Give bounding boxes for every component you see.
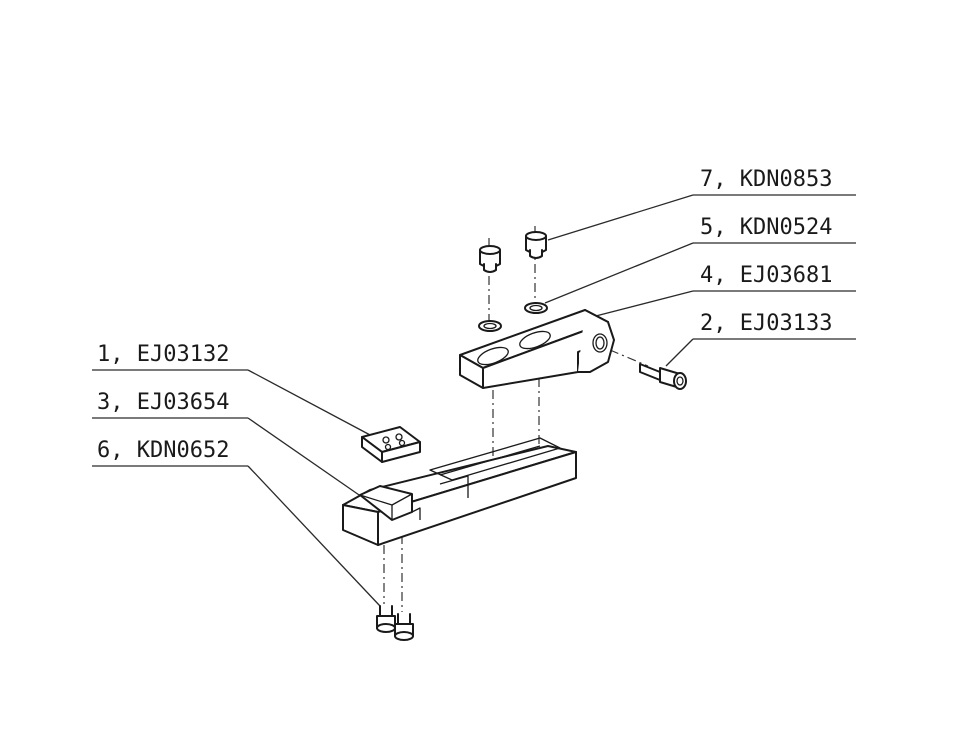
callout-label-part-7: 7, KDN0853 xyxy=(700,167,832,192)
callout-part-7: 7, KDN0853 xyxy=(547,167,856,241)
washer-left xyxy=(478,320,502,332)
callout-part-6: 6, KDN0652 xyxy=(92,438,381,607)
clamp-plate xyxy=(361,426,421,463)
center-lines xyxy=(383,226,649,612)
callout-part-4: 4, EJ03681 xyxy=(587,263,856,319)
callout-label-part-2: 2, EJ03133 xyxy=(700,311,832,336)
bottom-screw-left xyxy=(376,605,396,633)
cap-screw-right-top xyxy=(525,231,547,259)
callout-part-1: 1, EJ03132 xyxy=(92,342,373,437)
callout-part-2: 2, EJ03133 xyxy=(665,311,856,367)
callout-part-5: 5, KDN0524 xyxy=(544,215,856,304)
base-slide-block xyxy=(342,437,577,546)
callout-label-part-3: 3, EJ03654 xyxy=(97,390,229,415)
arm-bracket xyxy=(459,309,615,389)
callout-label-part-1: 1, EJ03132 xyxy=(97,342,229,367)
callout-label-part-5: 5, KDN0524 xyxy=(700,215,832,240)
bottom-screw-right xyxy=(394,613,414,641)
washer-right xyxy=(524,302,548,314)
callout-label-part-6: 6, KDN0652 xyxy=(97,438,229,463)
callout-label-part-4: 4, EJ03681 xyxy=(700,263,832,288)
callout-part-3: 3, EJ03654 xyxy=(92,390,363,498)
cap-screw-left-top xyxy=(479,245,501,273)
side-screw xyxy=(639,363,687,390)
